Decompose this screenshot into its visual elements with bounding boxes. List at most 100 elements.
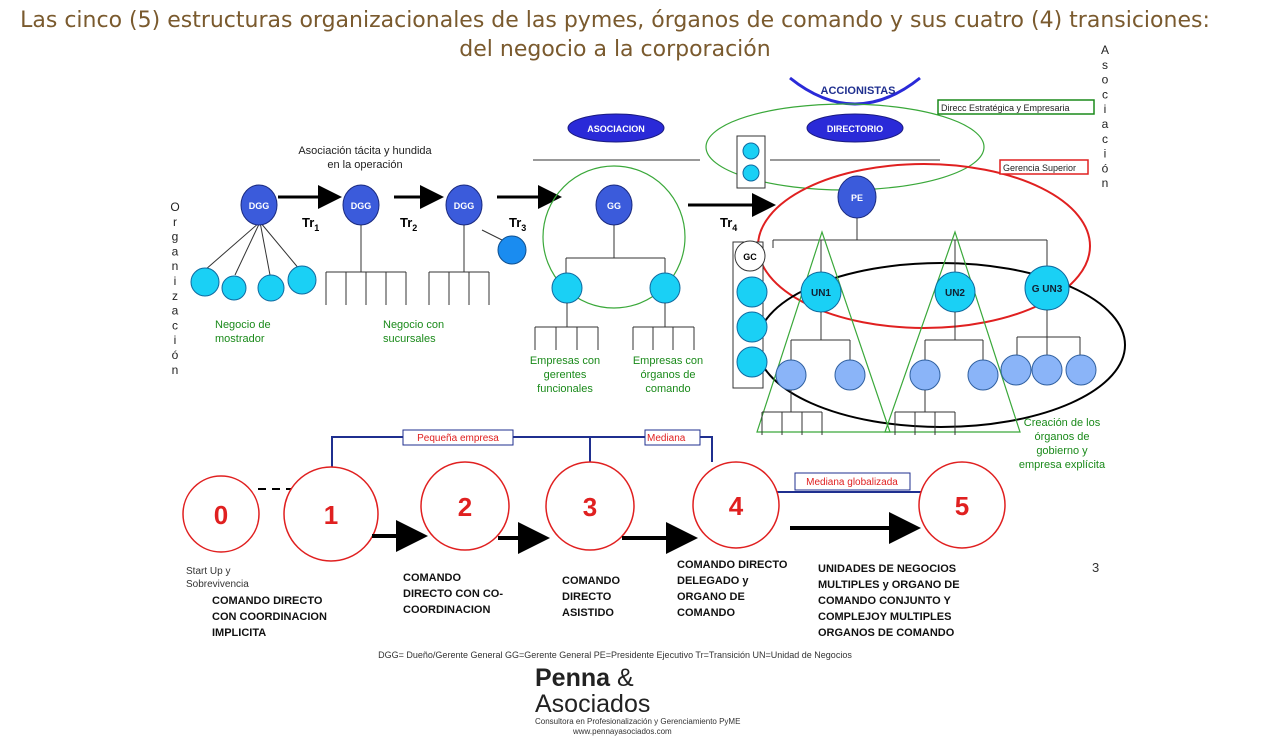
side-letter: ó [1102,161,1109,175]
accionistas-label: ACCIONISTAS [821,85,896,97]
svg-text:ORGANOS DE COMANDO: ORGANOS DE COMANDO [818,627,955,639]
svg-text:COMANDO: COMANDO [677,607,735,619]
side-label-asociacion: Asociación [1101,43,1109,190]
side-letter: s [1102,58,1108,72]
side-letter: c [1102,87,1108,101]
svg-text:Start Up y: Start Up y [186,566,230,577]
svg-text:Sobrevivencia: Sobrevivencia [186,579,249,590]
directorio-pill [806,113,904,143]
side-letter: a [172,304,179,318]
side-letter: i [174,333,177,347]
svg-text:funcionales: funcionales [537,383,593,395]
stage-2 [420,461,510,551]
manager-node [551,272,583,304]
svg-text:MULTIPLES y ORGANO DE: MULTIPLES y ORGANO DE [818,579,960,591]
svg-text:G UN3: G UN3 [1032,284,1063,295]
label-negocio-sucursales: sucursales [383,333,436,345]
svg-text:COORDINACION: COORDINACION [403,604,490,616]
bracket-pequena [402,429,514,446]
structure-sucursales: DGG Negocio con sucursales [325,184,444,345]
transition-tr2: Tr2 [400,215,417,233]
svg-text:ORGANO DE: ORGANO DE [677,591,745,603]
structure-asistido: DGG [428,184,527,305]
svg-text:IMPLICITA: IMPLICITA [212,627,266,639]
svg-text:UN1: UN1 [811,288,831,299]
gerencia-superior-box [999,159,1089,175]
svg-text:órganos de: órganos de [640,369,695,381]
svg-text:COMANDO DIRECTO: COMANDO DIRECTO [677,559,788,571]
stage-0 [182,475,260,553]
svg-text:COMANDO CONJUNTO Y: COMANDO CONJUNTO Y [818,595,951,607]
employee-node [257,274,285,302]
label-negocio-mostrador: mostrador [215,333,265,345]
label-asociacion-tacita: en la operación [327,159,402,171]
svg-text:Empresas con: Empresas con [633,355,703,367]
side-letter: n [172,363,179,377]
page-title: Las cinco (5) estructuras organizacional… [20,8,1210,62]
logo-tagline: Consultora en Profesionalización y Geren… [535,717,741,726]
svg-text:ASISTIDO: ASISTIDO [562,607,614,619]
svg-text:gobierno y: gobierno y [1036,445,1088,457]
svg-text:COMANDO DIRECTO: COMANDO DIRECTO [212,595,323,607]
side-letter: a [1102,117,1109,131]
side-letter: i [1104,102,1107,116]
side-letter: n [1102,176,1109,190]
svg-text:1: 1 [324,500,338,530]
direcc-estrategica-box [937,99,1095,115]
svg-text:DIRECTO CON CO-: DIRECTO CON CO- [403,588,503,600]
dgg-label: DGG [249,201,270,211]
pe-label: PE [851,193,863,203]
logo-name2: Asociados [535,690,651,718]
side-letter: O [170,200,179,214]
svg-text:CON COORDINACION: CON COORDINACION [212,611,327,623]
svg-text:gerentes: gerentes [544,369,587,381]
abbreviations-note: DGG= Dueño/Gerente General GG=Gerente Ge… [378,650,852,660]
stage-1 [283,466,379,562]
label-negocio-sucursales: Negocio con [383,319,444,331]
transition-tr1: Tr1 [302,215,319,233]
manager-node [649,272,681,304]
un2-triangle [884,230,1021,433]
stage-timeline: Pequeña empresa Mediana Mediana globaliz… [182,429,1006,639]
svg-text:DIRECTO: DIRECTO [562,591,612,603]
svg-text:COMANDO: COMANDO [562,575,620,587]
dgg-label: DGG [351,201,372,211]
side-letter: a [172,244,179,258]
side-letter: n [172,259,179,273]
structure-mostrador: DGG Negocio de mostrador [190,184,317,345]
svg-text:Empresas con: Empresas con [530,355,600,367]
svg-text:Mediana: Mediana [647,433,686,444]
un1-triangle [756,230,891,433]
label-negocio-mostrador: Negocio de [215,319,271,331]
svg-text:órganos de: órganos de [1034,431,1089,443]
svg-text:Gerencia Superior: Gerencia Superior [1003,163,1076,173]
stage-4 [692,461,780,549]
svg-text:COMPLEJOY MULTIPLES: COMPLEJOY MULTIPLES [818,611,951,623]
employee-node [221,275,247,301]
page-number: 3 [1092,560,1100,575]
label-asociacion-tacita: Asociación tácita y hundida [298,145,432,157]
side-letter: r [173,215,177,229]
svg-text:UN2: UN2 [945,288,965,299]
svg-text:Pequeña empresa: Pequeña empresa [417,433,499,444]
side-letter: z [172,289,178,303]
dgg-node-1 [240,184,278,226]
svg-text:2: 2 [458,492,472,522]
side-letter: i [174,274,177,288]
logo-name: Penna [535,664,611,692]
svg-text:DELEGADO y: DELEGADO y [677,575,749,587]
asociacion-pill [567,113,665,143]
stage-3 [545,461,635,551]
svg-text:empresa explícita: empresa explícita [1019,459,1106,471]
svg-text:3: 3 [583,492,597,522]
structure-gg: ASOCIACION GG Empresas con gerentes func… [530,113,703,395]
company-logo: Penna & Asociados Consultora en Profesio… [535,665,755,737]
svg-text:4: 4 [729,491,744,521]
svg-text:comando: comando [645,383,690,395]
side-letter: o [1102,73,1109,87]
gc-label: GC [743,252,757,262]
logo-url: www.pennayasociados.com [573,727,672,736]
gg-label: GG [607,201,621,211]
stage-5 [918,461,1006,549]
